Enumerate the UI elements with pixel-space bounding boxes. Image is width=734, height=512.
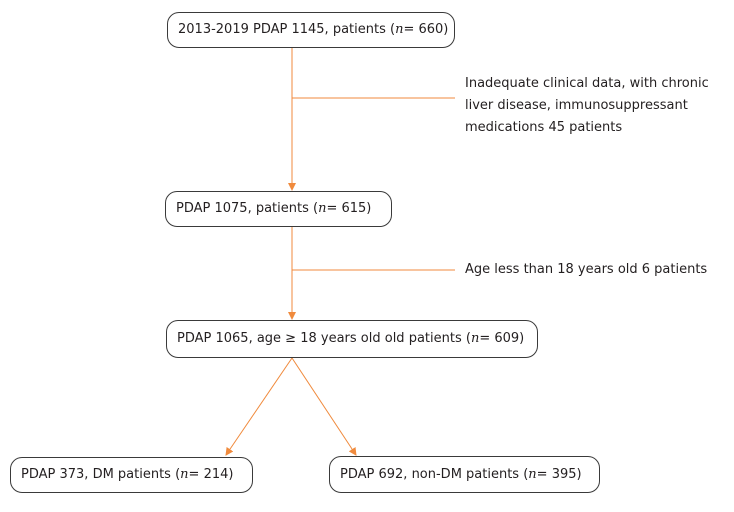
step2-n-symbol: n bbox=[318, 201, 327, 216]
non-dm-group-box: PDAP 692, non-DM patients (n = 395) bbox=[329, 456, 600, 493]
non-dm-group-label-suffix: = 395) bbox=[536, 466, 582, 482]
arrow-step3-to-non-dm bbox=[291, 357, 357, 456]
step3-label-prefix: PDAP 1065, age ≥ 18 years old old patien… bbox=[177, 331, 471, 346]
exclusion2-note: Age less than 18 years old 6 patients bbox=[465, 259, 707, 281]
exclusion1-line-2: liver disease, immunosuppressant bbox=[465, 98, 688, 113]
step3-box: PDAP 1065, age ≥ 18 years old old patien… bbox=[166, 320, 538, 358]
step2-box: PDAP 1075, patients (n = 615) bbox=[165, 191, 392, 227]
step2-label-prefix: PDAP 1075, patients ( bbox=[176, 201, 319, 216]
step2-label-suffix: = 615) bbox=[326, 201, 372, 216]
step3-n-symbol: n bbox=[470, 331, 480, 346]
non-dm-group-n-symbol: n bbox=[528, 466, 537, 482]
step1-n-symbol: n bbox=[395, 22, 404, 37]
dm-group-box: PDAP 373, DM patients (n = 214) bbox=[10, 457, 253, 493]
exclusion1-line-3: medications 45 patients bbox=[465, 120, 623, 135]
dm-group-label-prefix: PDAP 373, DM patients ( bbox=[21, 467, 181, 482]
exclusion1-line-1: Inadequate clinical data, with chronic bbox=[465, 76, 709, 91]
exclusion1-note: Inadequate clinical data, with chronic l… bbox=[465, 73, 709, 139]
dm-group-n-symbol: n bbox=[180, 467, 189, 482]
arrow-step3-to-dm bbox=[225, 357, 293, 456]
dm-group-label-suffix: = 214) bbox=[188, 467, 234, 482]
exclusion2-text: Age less than 18 years old 6 patients bbox=[465, 262, 708, 277]
step1-label-suffix: = 660) bbox=[403, 22, 449, 37]
non-dm-group-label-prefix: PDAP 692, non-DM patients ( bbox=[340, 466, 529, 482]
step3-label-suffix: = 609) bbox=[479, 331, 525, 346]
step1-box: 2013-2019 PDAP 1145, patients (n = 660) bbox=[167, 12, 455, 48]
step1-label-prefix: 2013-2019 PDAP 1145, patients ( bbox=[178, 22, 396, 37]
